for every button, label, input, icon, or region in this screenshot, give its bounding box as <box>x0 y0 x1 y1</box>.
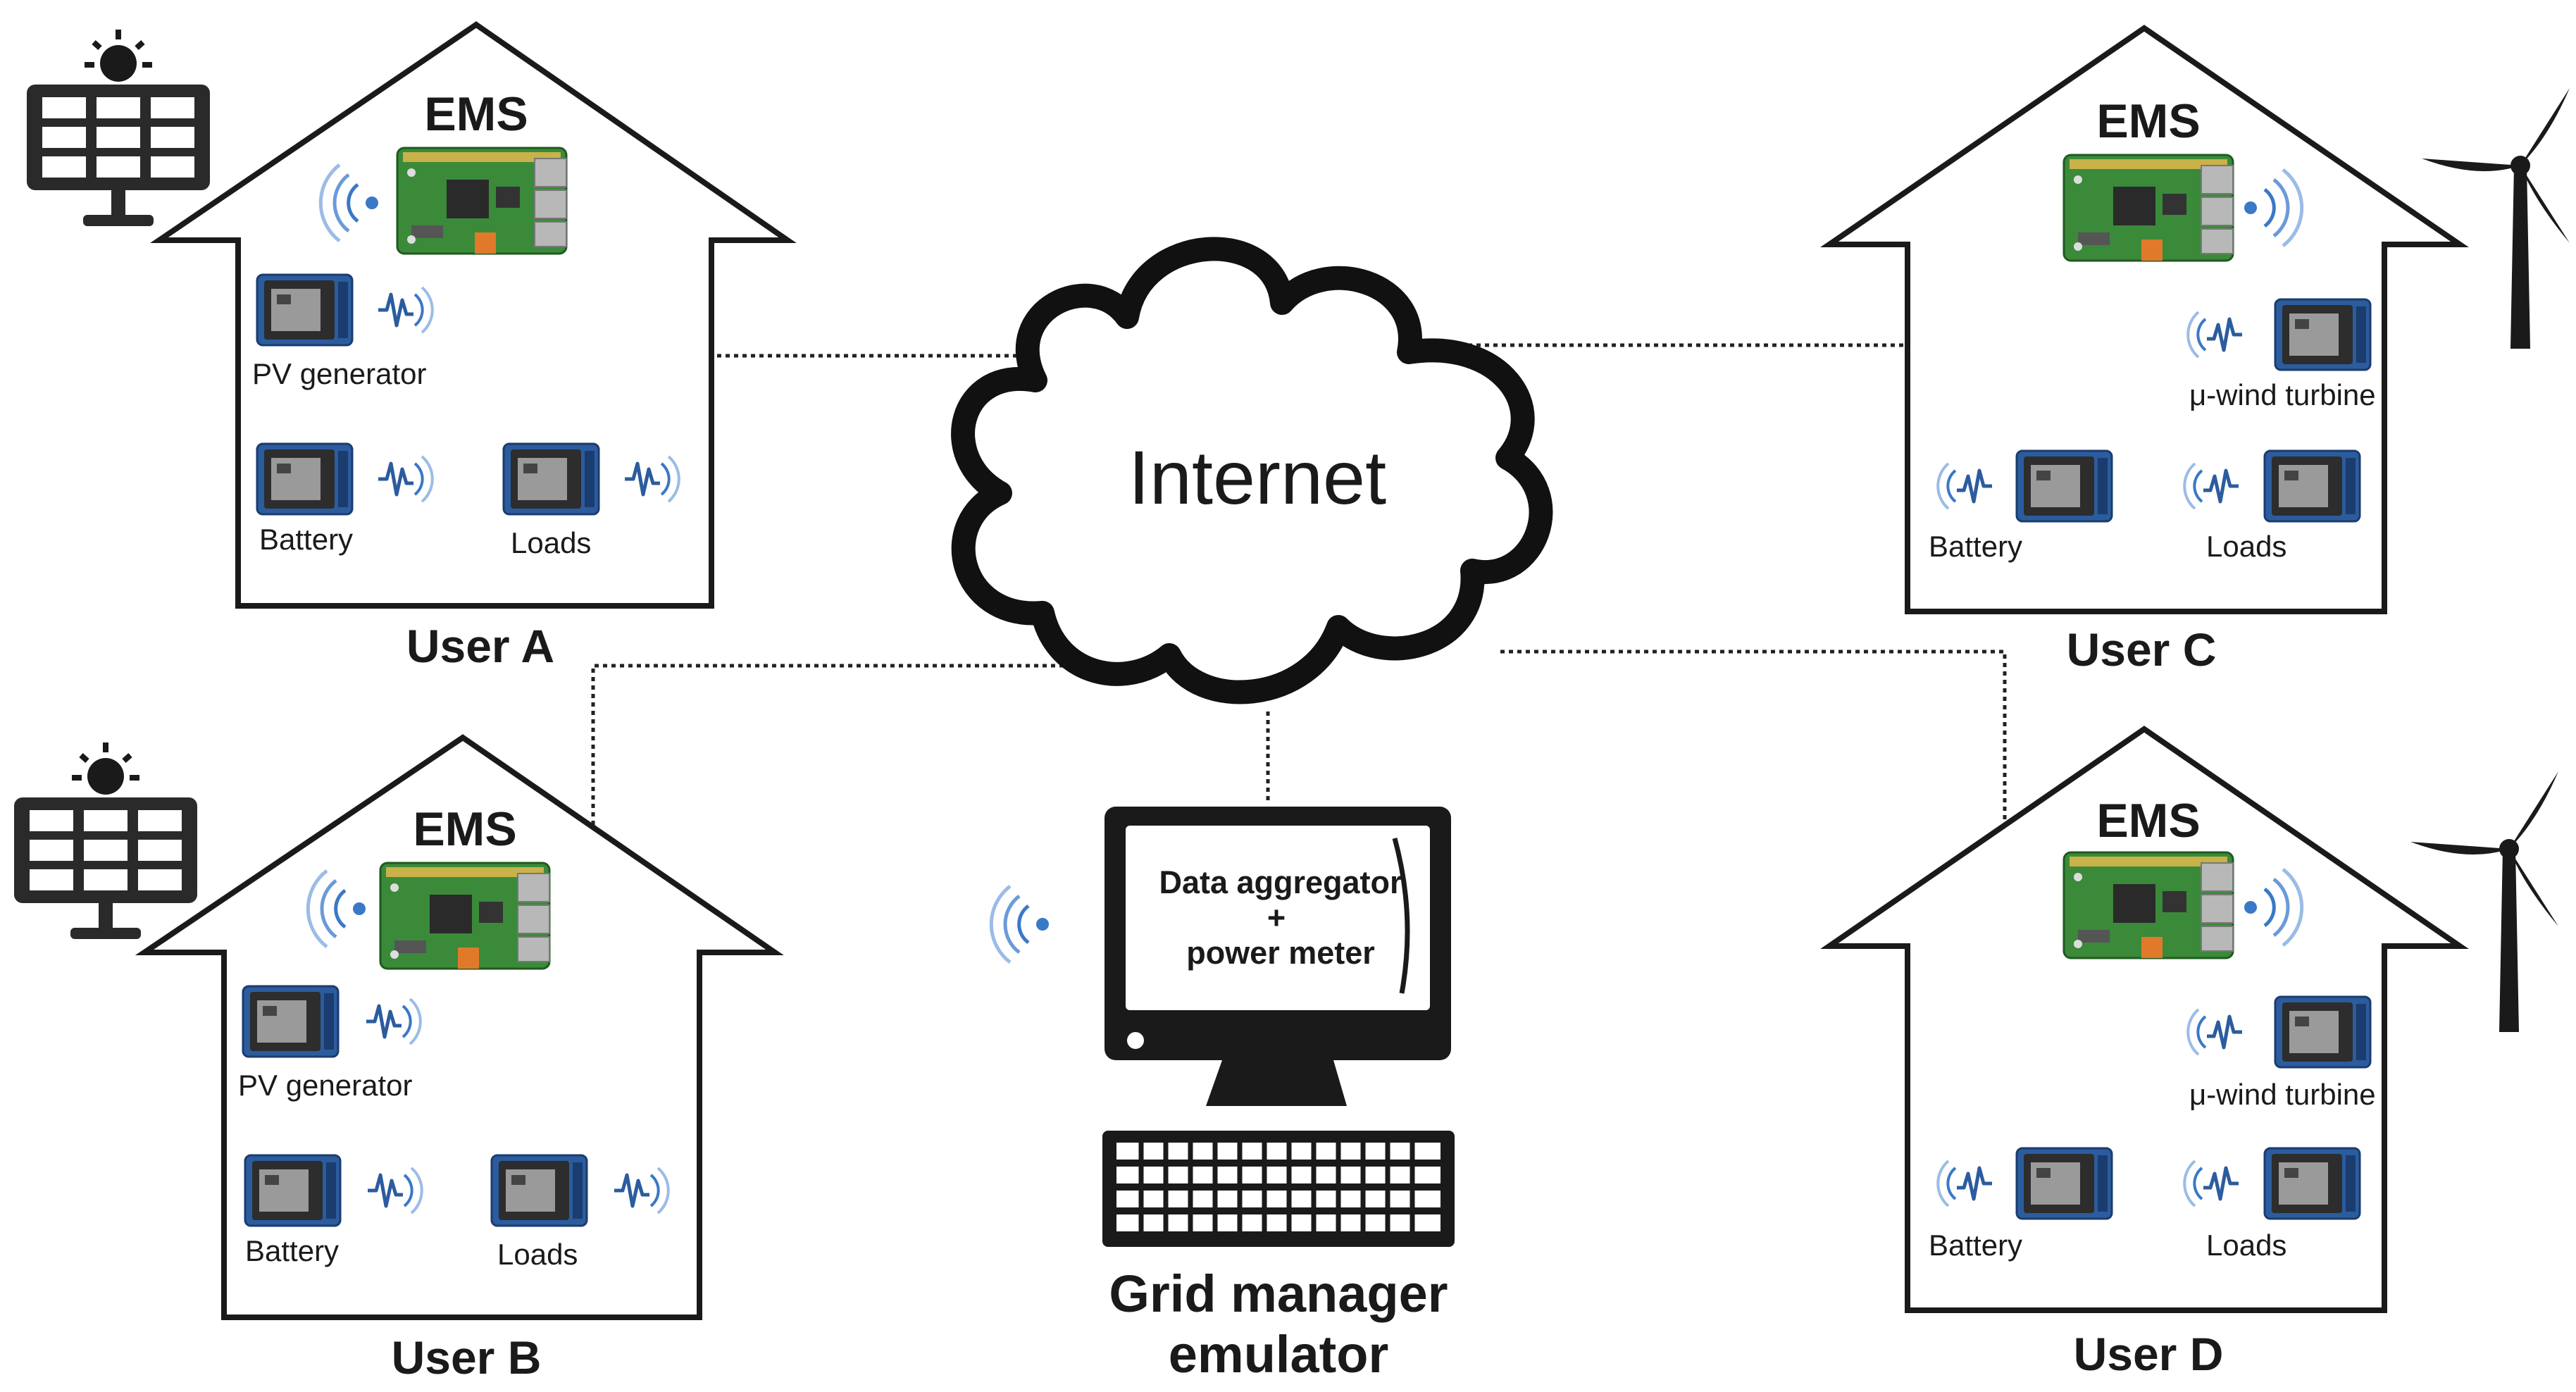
loads-module-a <box>502 442 600 516</box>
loads-label-c: Loads <box>2206 530 2286 563</box>
wireless-icon <box>991 886 1049 962</box>
wind-module-d <box>2274 995 2372 1069</box>
house-user-b: EMS PV generator Battery Loads User B <box>135 734 784 1384</box>
user-b-label: User B <box>392 1331 542 1384</box>
battery-label-c: Battery <box>1929 530 2022 563</box>
power-button-icon <box>1127 1032 1144 1049</box>
pv-generator-label-a: PV generator <box>252 357 427 390</box>
battery-label-a: Battery <box>259 523 353 556</box>
grid-manager-title-2: emulator <box>1169 1325 1389 1384</box>
wind-turbine-label-c: μ-wind turbine <box>2189 378 2376 411</box>
ems-label-b: EMS <box>413 802 516 856</box>
solar-panel-icon <box>14 742 197 939</box>
wind-turbine-label-d: μ-wind turbine <box>2189 1078 2376 1111</box>
pv-module-a <box>256 273 354 347</box>
grid-manager-title-1: Grid manager <box>1109 1264 1448 1323</box>
wind-turbine-icon <box>2422 88 2570 349</box>
house-user-c: EMS μ-wind turbine Battery Loads User C <box>1820 25 2469 676</box>
ems-label-c: EMS <box>2096 94 2200 148</box>
house-user-d: EMS μ-wind turbine Battery Loads User D <box>1820 726 2469 1380</box>
monitor-screen <box>1126 826 1430 1010</box>
battery-label-b: Battery <box>245 1234 339 1267</box>
loads-label-a: Loads <box>511 526 591 559</box>
user-c-label: User C <box>2067 623 2217 676</box>
loads-module-d <box>2263 1147 2361 1220</box>
grid-manager-computer: Data aggregator + power meter Grid manag… <box>991 807 1455 1384</box>
screen-line-3: power meter <box>1186 935 1375 971</box>
monitor-stand <box>1206 1060 1347 1106</box>
internet-label: Internet <box>1128 435 1386 520</box>
battery-module-a <box>256 442 354 516</box>
loads-module-c <box>2263 449 2361 523</box>
wind-turbine-icon <box>2410 771 2558 1032</box>
user-d-label: User D <box>2074 1328 2224 1380</box>
ems-board-b <box>379 862 551 970</box>
ems-board-c <box>2062 154 2234 262</box>
battery-module-d <box>2015 1147 2113 1220</box>
screen-line-1: Data aggregator <box>1159 864 1402 900</box>
battery-label-d: Battery <box>1929 1229 2022 1262</box>
loads-label-d: Loads <box>2206 1229 2286 1262</box>
pv-module-b <box>242 985 340 1058</box>
internet-cloud: Internet <box>951 237 1553 704</box>
house-user-a: EMS PV generator Battery Loads User A <box>150 21 797 672</box>
screen-line-2: + <box>1267 900 1286 936</box>
loads-label-b: Loads <box>497 1238 578 1271</box>
user-a-label: User A <box>406 620 554 672</box>
ems-board-a <box>396 147 568 255</box>
battery-module-b <box>244 1154 342 1227</box>
keyboard-key-dividers <box>1138 1141 1415 1233</box>
ems-label-d: EMS <box>2096 794 2200 847</box>
wind-module-c <box>2274 298 2372 371</box>
ems-board-d <box>2062 851 2234 959</box>
ems-label-a: EMS <box>424 87 528 141</box>
battery-module-c <box>2015 449 2113 523</box>
pv-generator-label-b: PV generator <box>238 1069 413 1102</box>
solar-panel-icon <box>27 30 210 226</box>
loads-module-b <box>490 1154 588 1227</box>
